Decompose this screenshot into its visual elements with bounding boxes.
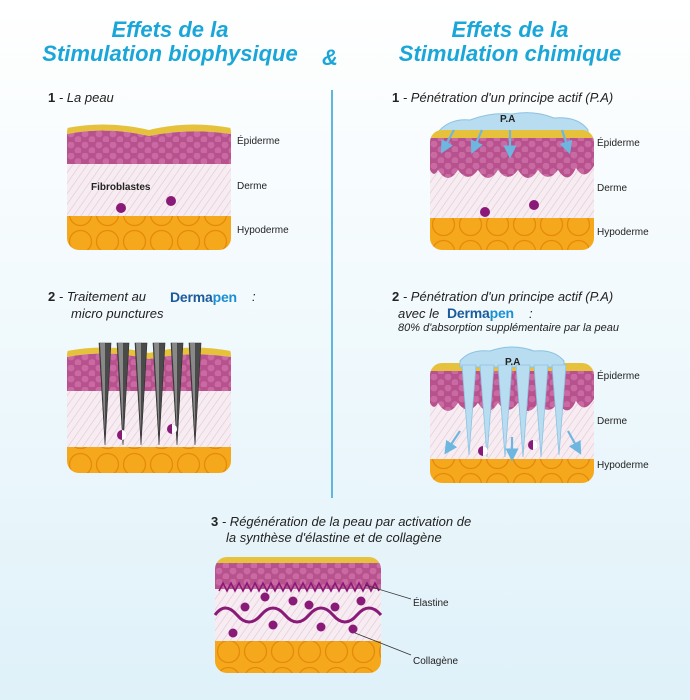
- fluid-channels: [461, 364, 567, 458]
- left-title-line1: Effets de la: [111, 17, 229, 42]
- penetration-arrows: [444, 430, 582, 462]
- panel4-heading: 2 - Pénétration d'un principe actif (P.A…: [392, 289, 613, 305]
- needle: [116, 342, 130, 446]
- panel3-text: - Pénétration d'un principe actif (P.A): [402, 90, 614, 105]
- epiderme-label: Épiderme: [237, 136, 280, 147]
- needle: [134, 342, 148, 446]
- skin-diagram-regeneration: [213, 557, 412, 673]
- elastine-pointer: [364, 584, 412, 600]
- active-ingredient-fluid: [459, 346, 565, 368]
- pa-label-2: P.A: [505, 357, 521, 368]
- elastine-fibers: [218, 581, 380, 593]
- logo-pen-2: pen: [489, 305, 514, 321]
- left-title-line2: Stimulation biophysique: [42, 41, 298, 66]
- panel2-number: 2: [48, 289, 56, 304]
- panel2-line2: micro punctures: [71, 306, 164, 321]
- panel2-text: - Traitement au: [58, 289, 147, 304]
- right-title-line1: Effets de la: [451, 17, 569, 42]
- panel1-number: 1: [48, 90, 56, 105]
- panel3-heading: 1 - Pénétration d'un principe actif (P.A…: [392, 90, 613, 106]
- fibroblast-cell: [116, 203, 126, 213]
- collagene-label: Collagène: [413, 656, 459, 667]
- epiderme-label-2: Épiderme: [597, 138, 640, 149]
- center-divider: [331, 90, 333, 498]
- panel4-number: 2: [392, 289, 400, 304]
- skin-diagram-normal: [67, 124, 231, 250]
- collagene-fiber: [213, 606, 383, 624]
- hypoderme-label: Hypoderme: [237, 225, 289, 236]
- right-title: Effets de la Stimulation chimique: [360, 18, 660, 66]
- ampersand: &: [322, 45, 338, 70]
- fibroblast-cell: [166, 196, 176, 206]
- panel5-heading: 3 - Régénération de la peau par activati…: [211, 514, 471, 530]
- hypoderme-label-3: Hypoderme: [597, 460, 649, 471]
- hypoderme-label-2: Hypoderme: [597, 227, 649, 238]
- panel1-heading: 1 - La peau: [48, 90, 114, 106]
- needle: [98, 342, 112, 446]
- derme-label-2: Derme: [597, 183, 628, 194]
- skin-diagram-needles: [67, 342, 231, 473]
- fibroblast-cell: [480, 207, 490, 217]
- panel4-text: - Pénétration d'un principe actif (P.A): [402, 289, 614, 304]
- logo-derma: Derma: [170, 289, 213, 305]
- fibroblastes-label: Fibroblastes: [91, 182, 151, 193]
- dermapen-logo: Dermapen: [170, 289, 237, 305]
- panel5-line2: la synthèse d'élastine et de collagène: [226, 530, 442, 545]
- fibroblast-cell: [529, 200, 539, 210]
- derme-label-3: Derme: [597, 416, 628, 427]
- derme-label: Derme: [237, 181, 268, 192]
- panel4-line2: avec le: [398, 306, 440, 321]
- panel2-colon: :: [252, 289, 256, 304]
- panel5-text: - Régénération de la peau par activation…: [221, 514, 472, 529]
- panel2-heading: 2 - Traitement au: [48, 289, 146, 305]
- needle: [170, 342, 184, 446]
- elastine-label: Élastine: [413, 598, 449, 609]
- needle: [152, 342, 166, 446]
- epiderme-label-3: Épiderme: [597, 371, 640, 382]
- left-title: Effets de la Stimulation biophysique: [20, 18, 320, 66]
- dermapen-logo-2: Dermapen: [447, 305, 514, 321]
- panel4-line3: 80% d'absorption supplémentaire par la p…: [398, 322, 620, 334]
- pa-label-1: P.A: [500, 114, 516, 125]
- logo-pen: pen: [212, 289, 237, 305]
- logo-derma-2: Derma: [447, 305, 490, 321]
- collagene-pointer: [354, 632, 412, 656]
- panel1-text: - La peau: [58, 90, 114, 105]
- penetration-arrows: [440, 129, 573, 159]
- panel3-number: 1: [392, 90, 400, 105]
- panel4-colon: :: [529, 306, 533, 321]
- skin-diagram-active-ingredient: [430, 112, 594, 250]
- right-title-line2: Stimulation chimique: [398, 41, 622, 66]
- skin-diagram-dermapen-penetration: [430, 346, 594, 483]
- microneedles: [98, 342, 202, 446]
- needle: [188, 342, 202, 446]
- fibroblast-cells: [228, 592, 366, 638]
- panel5-number: 3: [211, 514, 219, 529]
